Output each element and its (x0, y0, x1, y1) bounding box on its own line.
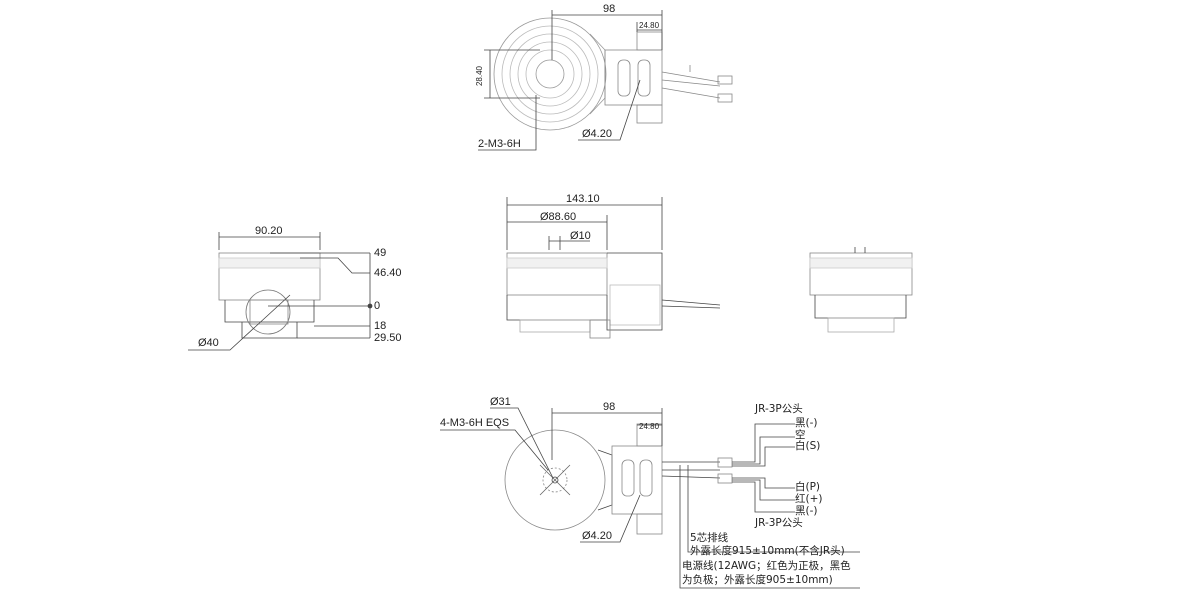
side-dim-width: 90.20 (255, 225, 283, 237)
bottom-hole-dia: Ø4.20 (582, 530, 612, 542)
power-cable-line1: 电源线(12AWG；红色为正极，黑色 (682, 560, 851, 572)
power-cable-line2: 为负极；外露长度905±10mm) (682, 574, 833, 586)
top-dim-width: 98 (603, 3, 616, 15)
bottom-hole-callout: 4-M3-6H EQS (440, 417, 510, 429)
front-dim-shaft-dia: Ø10 (570, 230, 591, 242)
front-dim-motor-dia: Ø88.60 (540, 211, 577, 223)
bottom-view (440, 407, 860, 589)
connector-bottom-label: JR-3P公头 (755, 517, 803, 529)
bottom-pin-2: 红(+) (795, 493, 823, 505)
bottom-pin-1: 白(P) (795, 481, 821, 493)
bottom-dim-width: 98 (603, 401, 616, 413)
rear-view (809, 247, 913, 333)
bottom-dim-pcd: Ø31 (490, 396, 511, 408)
top-hole-callout: 2-M3-6H (478, 138, 521, 150)
top-view (478, 10, 733, 151)
top-dim-slot: 28.40 (475, 65, 485, 87)
bottom-pin-3: 黑(-) (795, 505, 818, 517)
connector-top-label: JR-3P公头 (755, 403, 803, 415)
top-pin-1: 黑(-) (795, 417, 818, 429)
side-height-46-40: 46.40 (374, 267, 402, 279)
top-dim-bracket: 24.80 (639, 21, 660, 30)
signal-cable-line2: 外露长度915±10mm(不含JR头) (690, 545, 845, 557)
bottom-dim-bracket: 24.80 (639, 422, 660, 431)
side-view (188, 232, 373, 351)
signal-cable-line1: 5芯排线 (690, 532, 729, 544)
top-hole-dia: Ø4.20 (582, 128, 612, 140)
side-height-29-50: 29.50 (374, 332, 402, 344)
front-view (506, 197, 721, 339)
side-height-49: 49 (374, 247, 387, 259)
side-height-18: 18 (374, 320, 387, 332)
side-height-0: 0 (374, 300, 381, 312)
front-dim-total: 143.10 (566, 193, 600, 205)
top-pin-3: 白(S) (795, 440, 821, 452)
top-pin-2: 空 (795, 429, 806, 441)
side-dim-dia: Ø40 (198, 337, 219, 349)
